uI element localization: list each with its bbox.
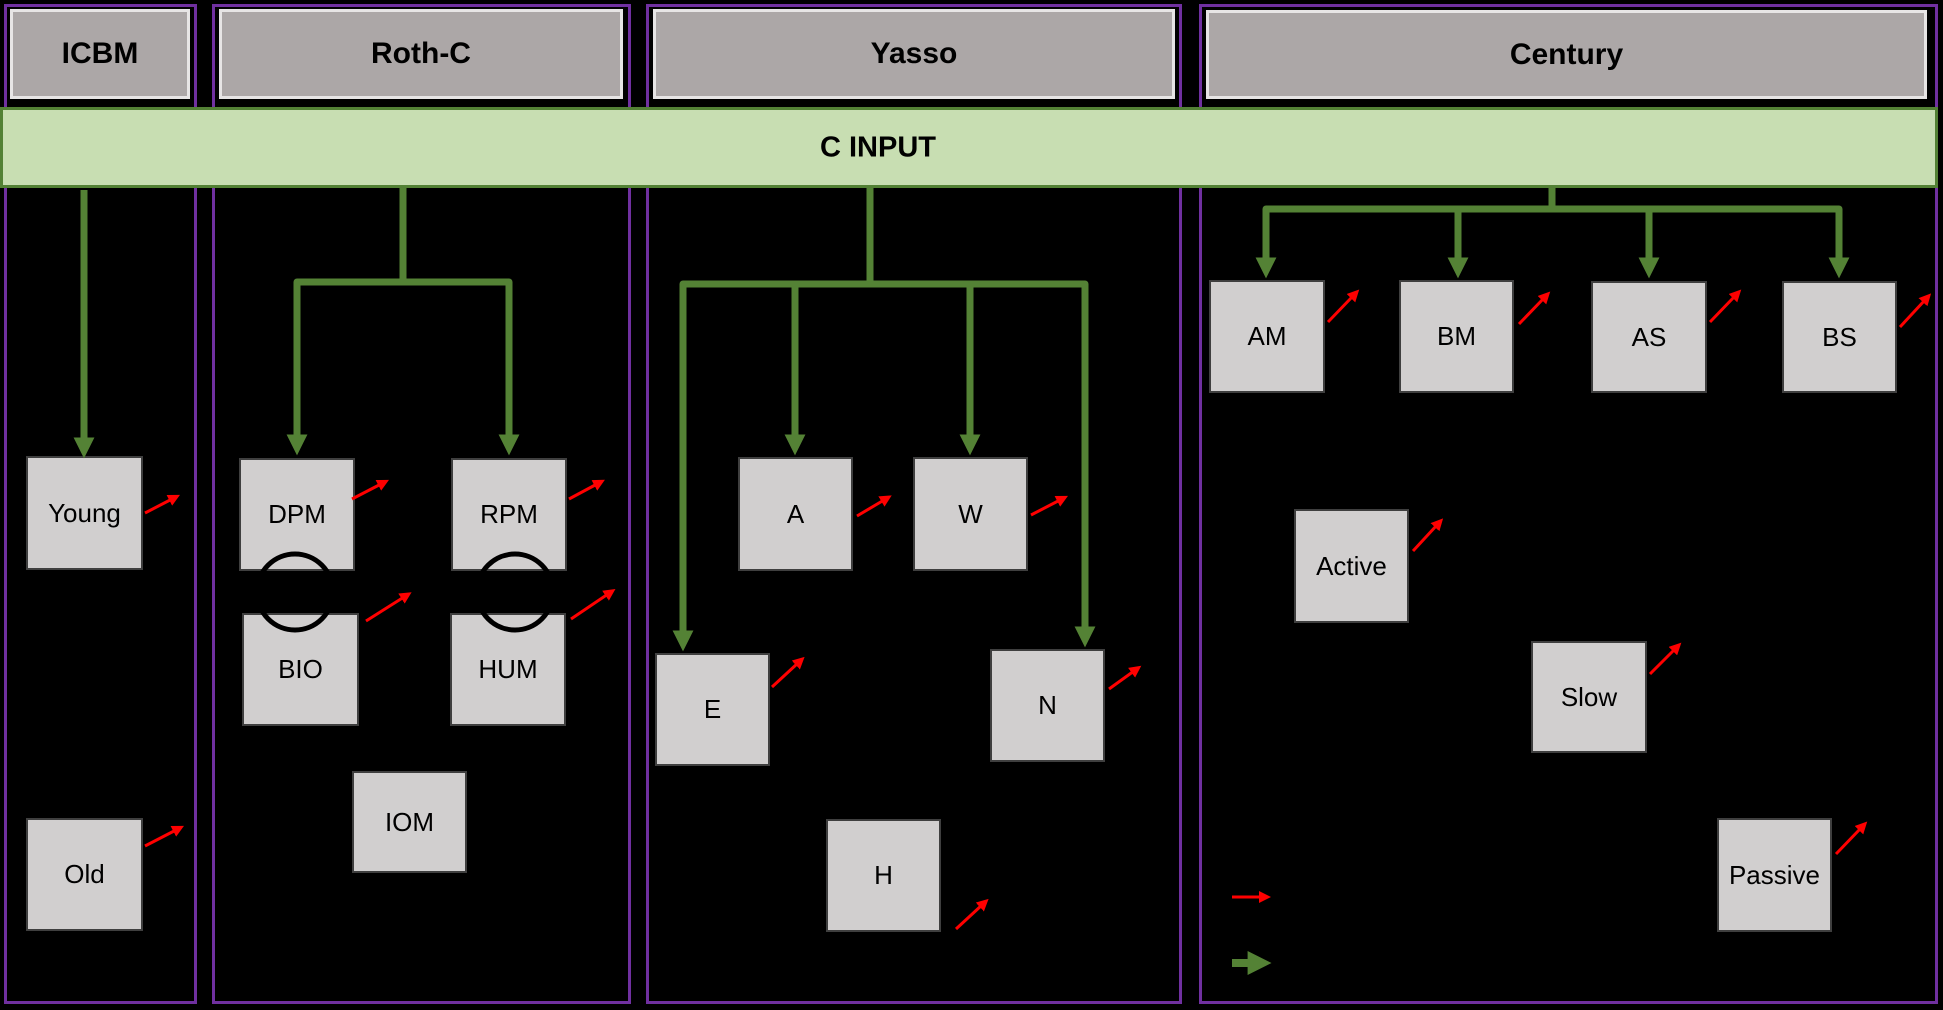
pool-passive: Passive [1717, 818, 1832, 932]
pool-active: Active [1294, 509, 1409, 623]
pool-bio: BIO [242, 613, 359, 726]
pool-old: Old [26, 818, 143, 931]
pool-bm: BM [1399, 280, 1514, 393]
panel-century [1199, 4, 1938, 1004]
pool-am: AM [1209, 280, 1325, 393]
pool-rpm: RPM [451, 458, 567, 571]
model-title-century: Century [1206, 10, 1927, 99]
model-title-icbm: ICBM [10, 9, 190, 99]
pool-iom: IOM [352, 771, 467, 873]
pool-slow: Slow [1531, 641, 1647, 753]
panel-rothc [212, 4, 631, 1004]
pool-dpm: DPM [239, 458, 355, 571]
model-title-yasso: Yasso [653, 9, 1175, 99]
pool-a: A [738, 457, 853, 571]
pool-as: AS [1591, 281, 1707, 393]
panel-icbm [4, 4, 197, 1004]
pool-hum: HUM [450, 613, 566, 726]
pool-e: E [655, 653, 770, 766]
c-input-label: C INPUT [820, 131, 936, 163]
c-input-banner: C INPUT [0, 107, 1938, 188]
pool-h: H [826, 819, 941, 932]
panel-yasso [646, 4, 1182, 1004]
model-title-rothc: Roth-C [219, 9, 623, 99]
pool-w: W [913, 457, 1028, 571]
pool-young: Young [26, 456, 143, 570]
pool-bs: BS [1782, 281, 1897, 393]
pool-n: N [990, 649, 1105, 762]
